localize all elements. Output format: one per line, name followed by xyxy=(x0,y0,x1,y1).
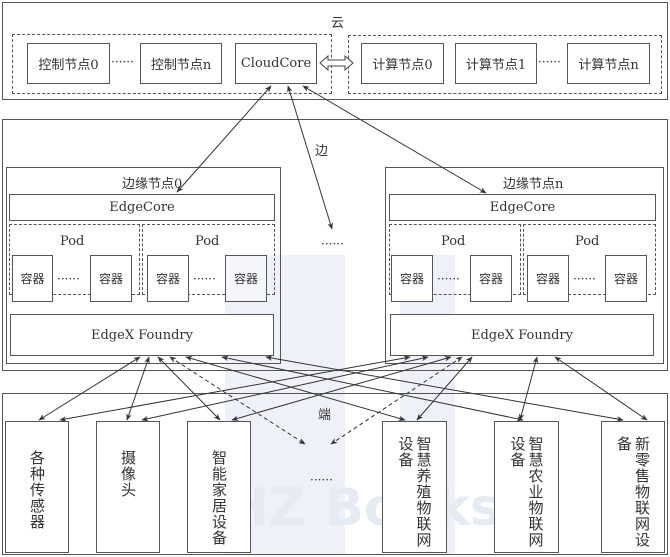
container-box[interactable]: 容器 xyxy=(225,255,267,302)
container-box[interactable]: 容器 xyxy=(605,255,647,302)
device-smart-agriculture-label: 智慧农业物联网设备 xyxy=(509,436,545,552)
control-ellipsis: ······ xyxy=(111,55,134,69)
control-node-n[interactable]: 控制节点n xyxy=(140,43,222,84)
edge-middle-ellipsis: ······ xyxy=(321,237,344,251)
compute-node-0-label: 计算节点0 xyxy=(372,58,433,73)
container-box[interactable]: 容器 xyxy=(527,255,569,302)
compute-node-0[interactable]: 计算节点0 xyxy=(361,43,444,84)
device-line2: 设备 xyxy=(508,436,527,468)
edge-node-0-edgex[interactable]: EdgeX Foundry xyxy=(10,314,274,356)
container-ellipsis: ······ xyxy=(57,272,80,286)
container-label: 容器 xyxy=(478,272,503,286)
container-box[interactable]: 容器 xyxy=(90,255,132,302)
device-line2: 设备 xyxy=(396,436,415,468)
device-line1: 新零售物联网 xyxy=(633,436,651,532)
edge-title: 边 xyxy=(315,144,329,159)
device-sensors[interactable]: 各种传感器 xyxy=(5,421,69,553)
device-title: 端 xyxy=(318,408,332,423)
edge-node-n-pod-0 xyxy=(389,224,521,295)
container-label: 容器 xyxy=(155,272,180,286)
container-label: 容器 xyxy=(233,272,258,286)
device-line1: 智慧农业物联网 xyxy=(526,436,545,548)
device-line1: 智慧养殖物联网 xyxy=(414,436,433,548)
edge-node-0-pod-1 xyxy=(142,224,275,295)
container-box[interactable]: 容器 xyxy=(391,255,433,302)
edge-node-n-title: 边缘节点n xyxy=(503,177,564,192)
edgecore-label: EdgeCore xyxy=(109,200,175,215)
pod-label: Pod xyxy=(195,234,220,249)
container-label: 容器 xyxy=(399,272,424,286)
container-box[interactable]: 容器 xyxy=(12,255,53,302)
container-label: 容器 xyxy=(613,272,638,286)
device-camera-label: 摄像头 xyxy=(119,450,137,498)
edge-node-n-edgecore[interactable]: EdgeCore xyxy=(389,194,656,221)
device-new-retail-label: 新零售物联网设备 xyxy=(615,436,651,552)
edge-node-n-edgex[interactable]: EdgeX Foundry xyxy=(390,314,654,356)
container-label: 容器 xyxy=(98,272,123,286)
container-ellipsis: ······ xyxy=(437,272,460,286)
container-label: 容器 xyxy=(20,272,45,286)
device-smart-farming-label: 智慧养殖物联网设备 xyxy=(397,436,433,552)
pod-label: Pod xyxy=(441,234,466,249)
edge-node-0-pod-0 xyxy=(9,224,140,295)
compute-node-1-label: 计算节点1 xyxy=(465,58,527,73)
control-node-n-label: 控制节点n xyxy=(150,58,212,73)
cloudcore-box[interactable]: CloudCore xyxy=(235,43,317,84)
edge-node-n-pod-1 xyxy=(523,224,656,295)
device-camera[interactable]: 摄像头 xyxy=(96,421,160,553)
device-smart-home-label: 智能家居设备 xyxy=(210,450,228,546)
control-node-0-label: 控制节点0 xyxy=(38,58,99,73)
device-smart-home[interactable]: 智能家居设备 xyxy=(187,421,251,553)
device-new-retail[interactable]: 新零售物联网设备 xyxy=(601,421,665,553)
cloudcore-label: CloudCore xyxy=(240,56,312,71)
compute-ellipsis: ······ xyxy=(538,55,561,69)
control-node-0[interactable]: 控制节点0 xyxy=(27,43,110,84)
compute-node-n-label: 计算节点n xyxy=(578,58,639,73)
cloud-title: 云 xyxy=(331,16,345,31)
device-smart-farming[interactable]: 智慧养殖物联网设备 xyxy=(382,421,447,553)
container-label: 容器 xyxy=(535,272,560,286)
compute-node-n[interactable]: 计算节点n xyxy=(567,43,650,84)
container-ellipsis: ······ xyxy=(573,272,596,286)
edgex-label: EdgeX Foundry xyxy=(91,327,193,343)
device-sensors-label: 各种传感器 xyxy=(28,450,46,530)
container-box[interactable]: 容器 xyxy=(470,255,512,302)
edge-node-0-title: 边缘节点0 xyxy=(122,177,183,192)
container-box[interactable]: 容器 xyxy=(147,255,189,302)
pod-label: Pod xyxy=(575,234,600,249)
container-ellipsis: ······ xyxy=(193,272,216,286)
edgex-label: EdgeX Foundry xyxy=(471,327,573,343)
device-smart-agriculture[interactable]: 智慧农业物联网设备 xyxy=(494,421,559,553)
compute-node-1[interactable]: 计算节点1 xyxy=(455,43,537,84)
device-line2: 设备 xyxy=(615,436,651,548)
pod-label: Pod xyxy=(60,234,85,249)
device-middle-ellipsis: ······ xyxy=(310,473,333,487)
edgecore-label: EdgeCore xyxy=(489,200,556,215)
edge-node-0-edgecore[interactable]: EdgeCore xyxy=(9,194,275,221)
